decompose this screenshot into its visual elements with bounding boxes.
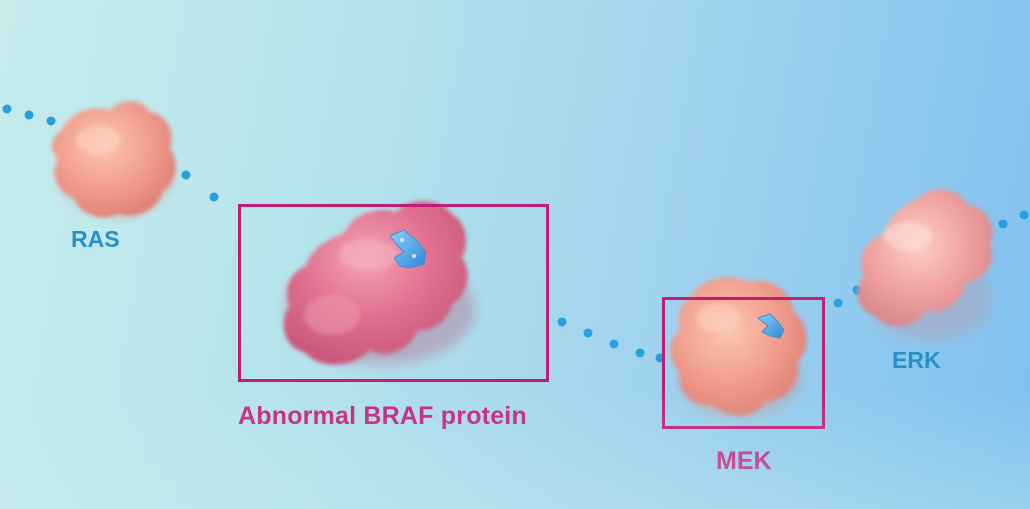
mek-label: MEK <box>716 447 772 475</box>
pathway-dots <box>2 104 1029 363</box>
braf-label: Abnormal BRAF protein <box>238 402 527 430</box>
ras-label: RAS <box>71 226 120 252</box>
braf-highlight-box <box>238 204 549 382</box>
braf-protein <box>283 200 475 365</box>
mek-protein <box>670 277 807 418</box>
erk-protein <box>857 189 993 340</box>
erk-label: ERK <box>892 347 941 373</box>
braf-inhibitor-molecule <box>389 229 427 269</box>
mek-inhibitor-molecule <box>756 313 785 339</box>
mek-highlight-box <box>662 297 825 429</box>
ras-protein <box>52 101 176 218</box>
